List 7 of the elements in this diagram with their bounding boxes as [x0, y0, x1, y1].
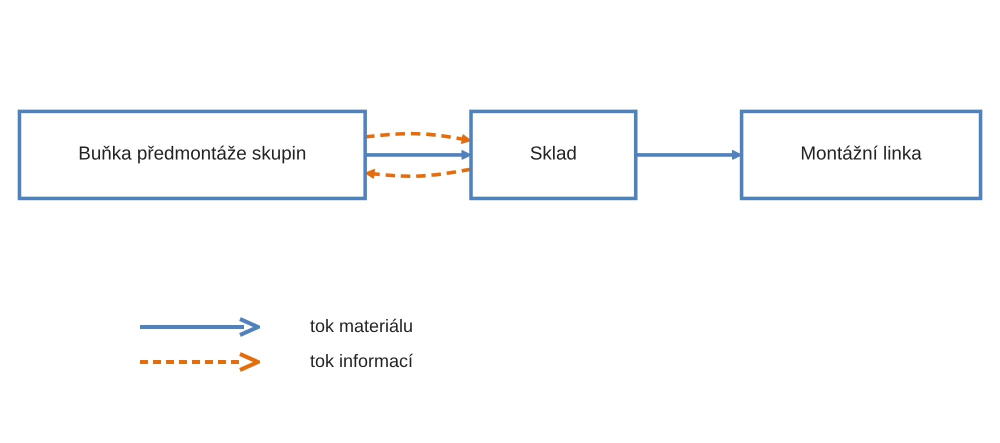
- legend-text: tok materiálu: [310, 316, 414, 337]
- arrow: [365, 150, 472, 160]
- node-box: Buňka předmontáže skupin: [18, 110, 367, 200]
- node-box: Sklad: [469, 110, 638, 200]
- arrow: [364, 132, 472, 144]
- node-box: Montážní linka: [740, 110, 982, 200]
- legend-text: tok informací: [310, 351, 414, 372]
